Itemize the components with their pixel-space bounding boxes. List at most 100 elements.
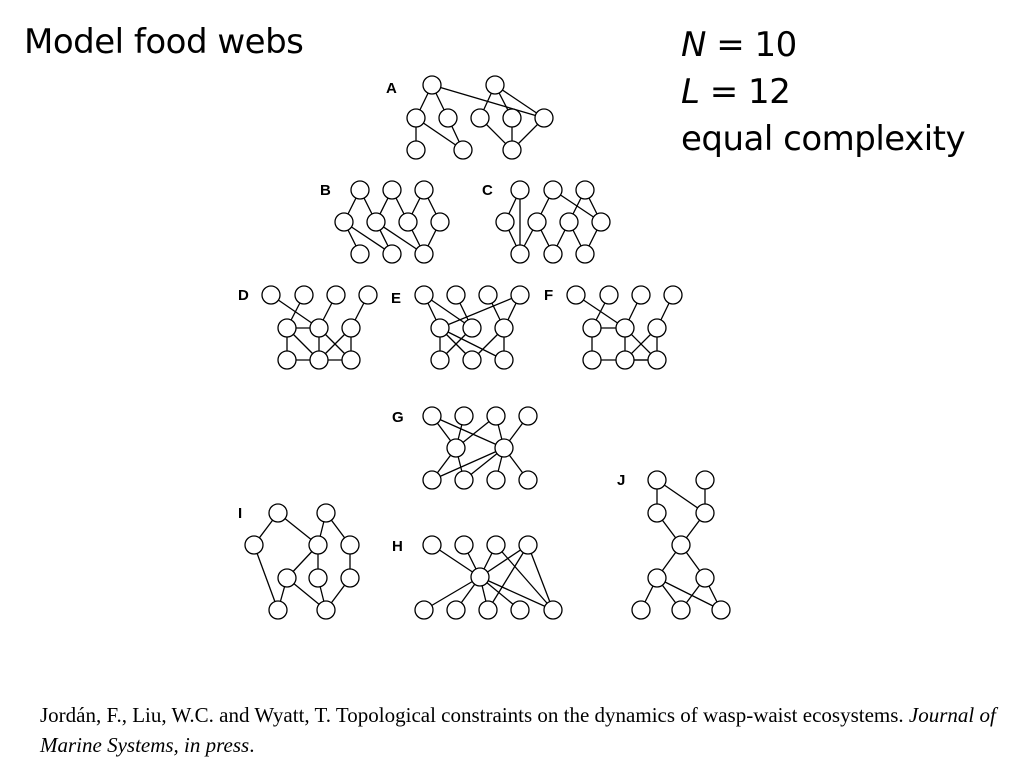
trophic-link	[487, 544, 529, 611]
trophic-link	[656, 577, 722, 611]
species-node	[366, 212, 386, 232]
species-node	[414, 244, 434, 264]
species-node	[268, 600, 288, 620]
species-node	[453, 140, 473, 160]
species-node	[510, 285, 530, 305]
species-node	[316, 503, 336, 523]
slide-title: Model food webs	[24, 22, 304, 62]
link-count: L = 12	[681, 69, 965, 116]
species-node	[454, 406, 474, 426]
species-node	[647, 568, 667, 588]
species-node	[510, 180, 530, 200]
trophic-link	[431, 415, 505, 449]
species-node	[575, 180, 595, 200]
citation-authors: Jordán, F., Liu, W.C. and Wyatt, T. Topo…	[40, 703, 909, 727]
species-node	[599, 285, 619, 305]
species-node	[340, 568, 360, 588]
species-node	[277, 568, 297, 588]
web-label-c: C	[482, 182, 493, 199]
species-node	[615, 318, 635, 338]
species-node	[268, 503, 288, 523]
food-web-g: G	[392, 406, 538, 490]
species-node	[647, 470, 667, 490]
species-node	[414, 180, 434, 200]
species-node	[671, 600, 691, 620]
web-label-a: A	[386, 80, 397, 97]
species-node	[308, 568, 328, 588]
species-node	[358, 285, 378, 305]
food-web-d: D	[238, 285, 378, 370]
species-node	[341, 318, 361, 338]
web-label-j: J	[617, 472, 625, 489]
web-label-i: I	[238, 505, 242, 522]
species-node	[446, 285, 466, 305]
species-node	[277, 318, 297, 338]
species-node	[510, 244, 530, 264]
trophic-link	[495, 544, 554, 611]
species-node	[244, 535, 264, 555]
web-label-f: F	[544, 287, 553, 304]
species-node	[695, 470, 715, 490]
species-node	[575, 244, 595, 264]
species-node	[478, 285, 498, 305]
species-node	[518, 535, 538, 555]
species-node	[406, 140, 426, 160]
species-node	[518, 406, 538, 426]
species-node	[422, 535, 442, 555]
food-web-b: B	[320, 180, 450, 264]
species-node	[430, 318, 450, 338]
species-node	[495, 212, 515, 232]
species-node	[350, 180, 370, 200]
network-stats: N = 10 L = 12 equal complexity	[681, 22, 966, 163]
species-node	[494, 350, 514, 370]
species-node	[695, 568, 715, 588]
food-web-a: A	[386, 75, 554, 160]
species-node	[414, 600, 434, 620]
species-node	[566, 285, 586, 305]
food-web-i: I	[238, 503, 360, 620]
species-node	[543, 180, 563, 200]
species-node	[663, 285, 683, 305]
web-label-g: G	[392, 409, 404, 426]
food-web-f: F	[544, 285, 683, 370]
species-node	[334, 212, 354, 232]
species-node	[316, 600, 336, 620]
species-node	[340, 535, 360, 555]
species-node	[502, 140, 522, 160]
trophic-link	[494, 84, 545, 119]
food-web-c: C	[482, 180, 611, 264]
web-label-e: E	[391, 290, 401, 307]
species-node	[527, 212, 547, 232]
species-node	[647, 318, 667, 338]
species-node	[462, 350, 482, 370]
web-label-h: H	[392, 538, 403, 555]
trophic-link	[439, 294, 521, 329]
species-node	[454, 470, 474, 490]
species-node	[438, 108, 458, 128]
species-node	[485, 75, 505, 95]
complexity-note: equal complexity	[681, 119, 966, 159]
citation: Jordán, F., Liu, W.C. and Wyatt, T. Topo…	[40, 700, 1000, 760]
species-node	[486, 406, 506, 426]
trophic-link	[423, 576, 481, 611]
species-node	[462, 318, 482, 338]
link-count-symbol: L	[681, 72, 700, 112]
species-node	[591, 212, 611, 232]
species-node	[543, 244, 563, 264]
species-node	[671, 535, 691, 555]
species-node	[711, 600, 731, 620]
species-node	[582, 318, 602, 338]
species-node	[294, 285, 314, 305]
species-node	[518, 470, 538, 490]
species-node	[510, 600, 530, 620]
species-node	[454, 535, 474, 555]
food-web-h: H	[392, 535, 563, 620]
node-count-value: = 10	[705, 25, 797, 65]
species-node	[534, 108, 554, 128]
species-node	[494, 318, 514, 338]
trophic-link	[527, 544, 554, 611]
species-node	[277, 350, 297, 370]
species-node	[430, 350, 450, 370]
species-node	[559, 212, 579, 232]
